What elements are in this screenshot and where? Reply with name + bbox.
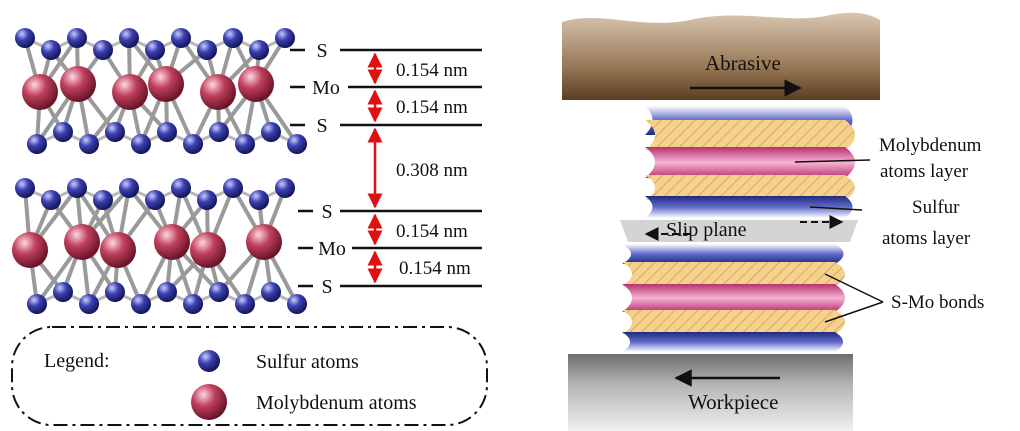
molybdenum-atom: [200, 74, 236, 110]
sulfur-atom: [209, 282, 229, 302]
sulfur-atom: [119, 28, 139, 48]
slip-plane-label: Slip plane: [666, 219, 747, 241]
sulfur-atom: [41, 40, 61, 60]
sulfur-atom: [119, 178, 139, 198]
level-label-s2: S: [316, 115, 327, 137]
molybdenum-atom: [190, 232, 226, 268]
sulfur-atom: [261, 122, 281, 142]
molybdenum-atom-icon: [191, 384, 227, 420]
sulfur-label-line2: atoms layer: [882, 228, 971, 249]
bonds-callout-line-2: [824, 301, 884, 323]
sulfur-atom: [223, 28, 243, 48]
molybdenum-atom: [112, 74, 148, 110]
sulfur-atom: [287, 134, 307, 154]
molybdenum-label-line1: Molybdenum: [879, 135, 982, 156]
sulfur-atom: [249, 40, 269, 60]
sulfur-atom: [93, 40, 113, 60]
molybdenum-label-line2: atoms layer: [880, 161, 969, 182]
sulfur-atom: [223, 178, 243, 198]
sulfur-atom: [209, 122, 229, 142]
mos2-structure: [12, 28, 307, 314]
sulfur-atom: [183, 294, 203, 314]
sulfur-atom: [93, 190, 113, 210]
atom-layer-lower: [12, 178, 307, 314]
sulfur-atom: [105, 122, 125, 142]
molybdenum-atom: [22, 74, 58, 110]
sulfur-atom: [261, 282, 281, 302]
sulfur-atom: [235, 294, 255, 314]
molybdenum-atom: [64, 224, 100, 260]
sulfur-atom: [197, 190, 217, 210]
atom-layer-upper: [15, 28, 307, 154]
legend-title: Legend:: [44, 350, 110, 372]
sulfur-atom: [275, 28, 295, 48]
sulfur-atom: [171, 28, 191, 48]
molybdenum-callout-line: [794, 159, 871, 163]
sulfur-atom: [79, 294, 99, 314]
molybdenum-atom: [154, 224, 190, 260]
sulfur-atom: [157, 122, 177, 142]
sulfur-atom: [79, 134, 99, 154]
bonds-callout-line-1: [824, 273, 884, 303]
sulfur-atom: [249, 190, 269, 210]
abrasive-block: [562, 12, 880, 101]
sulfur-atom: [235, 134, 255, 154]
sulfur-atom: [145, 40, 165, 60]
sulfur-atom: [197, 40, 217, 60]
spacing-label-1: 0.154 nm: [396, 60, 468, 81]
level-label-s1: S: [316, 40, 327, 62]
sulfur-atom: [53, 122, 73, 142]
bonds-label: S-Mo bonds: [891, 292, 984, 313]
sulfur-atom-icon: [198, 350, 220, 372]
sulfur-atom: [287, 294, 307, 314]
spacing-labels: 0.154 nm 0.154 nm 0.308 nm 0.154 nm 0.15…: [396, 60, 471, 279]
spacing-label-3: 0.308 nm: [396, 160, 468, 181]
workpiece-block: [568, 354, 853, 431]
molybdenum-atom: [148, 66, 184, 102]
slip-plane-gap: [620, 220, 858, 242]
level-label-mo1: Mo: [312, 77, 340, 99]
sulfur-atom: [27, 294, 47, 314]
sulfur-label-line1: Sulfur: [912, 197, 960, 218]
slip-mechanism: Abrasive Slip plane Workpiece Mol: [562, 12, 984, 431]
level-lines: S Mo S S Mo S: [290, 40, 482, 298]
level-label-s3: S: [321, 201, 332, 223]
spacing-label-4: 0.154 nm: [396, 221, 468, 242]
lower-mos2-sheet: [622, 244, 845, 352]
abrasive-label: Abrasive: [705, 51, 781, 75]
upper-mos2-sheet: [645, 106, 855, 218]
level-label-s4: S: [321, 276, 332, 298]
sulfur-atom: [41, 190, 61, 210]
sulfur-atom: [157, 282, 177, 302]
workpiece-label: Workpiece: [688, 390, 778, 414]
molybdenum-atom: [246, 224, 282, 260]
sulfur-atom: [145, 190, 165, 210]
sulfur-atom: [67, 178, 87, 198]
legend-sulfur-label: Sulfur atoms: [256, 351, 359, 373]
sulfur-callout-line: [809, 206, 863, 211]
sulfur-atom: [171, 178, 191, 198]
sulfur-atom: [275, 178, 295, 198]
legend: Legend: Sulfur atoms Molybdenum atoms: [11, 326, 488, 426]
sulfur-atom: [15, 28, 35, 48]
spacing-label-2: 0.154 nm: [396, 97, 468, 118]
sulfur-atom: [53, 282, 73, 302]
molybdenum-atom: [100, 232, 136, 268]
legend-molybdenum-label: Molybdenum atoms: [256, 392, 417, 414]
molybdenum-atom: [60, 66, 96, 102]
sulfur-atom: [131, 294, 151, 314]
sulfur-atom: [27, 134, 47, 154]
molybdenum-atom: [12, 232, 48, 268]
spacing-label-5: 0.154 nm: [399, 258, 471, 279]
sulfur-atom: [15, 178, 35, 198]
molybdenum-atom: [238, 66, 274, 102]
sulfur-atom: [105, 282, 125, 302]
level-label-mo2: Mo: [318, 238, 346, 260]
sulfur-atom: [131, 134, 151, 154]
sulfur-atom: [67, 28, 87, 48]
sulfur-atom: [183, 134, 203, 154]
